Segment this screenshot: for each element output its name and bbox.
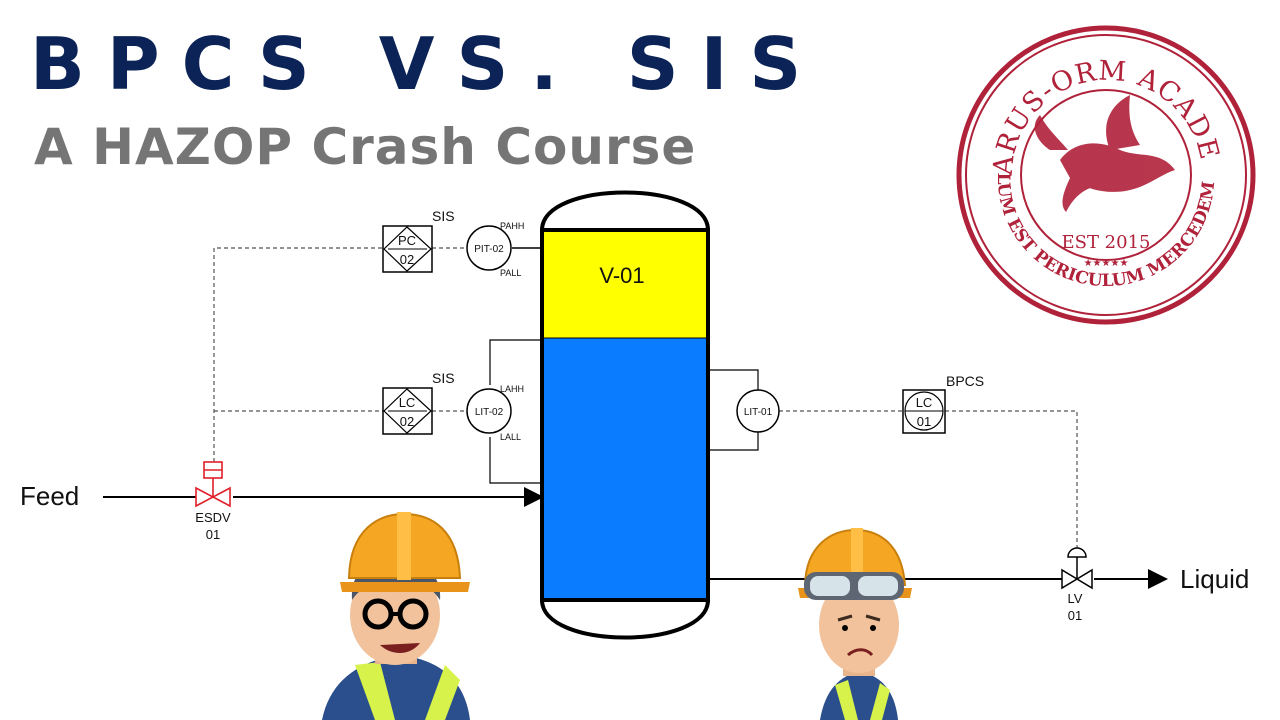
esdv01-label-line2: 01 [206,527,220,542]
pit02-alarm-high: PAHH [500,221,524,231]
lc01-system-label: BPCS [946,373,984,389]
pc02-line1: PC [398,233,416,248]
pit02-transmitter: PIT-02 PAHH PALL [466,221,524,278]
pit02-tag: PIT-02 [474,244,504,255]
engineer-glasses-illustration [322,512,470,720]
esdv01-valve [195,461,231,508]
seal-top-text: ICARUS-ORM ACADEMY [0,0,1225,177]
lv01-label-line1: LV [1068,591,1083,606]
page-subtitle: A HAZOP Crash Course [34,118,697,176]
vessel-liquid-space [542,338,708,600]
lc01-line1: LC [916,395,933,410]
lc02-line1: LC [399,395,416,410]
lc01-controller: LC 01 BPCS [902,373,984,434]
vessel-v01: V-01 [539,190,711,640]
seal-est-text: EST 2015 [1061,232,1150,253]
feed-label: Feed [20,481,79,511]
lit02-tag: LIT-02 [475,407,504,418]
pc02-line2: 02 [400,252,414,267]
bird-emblem-icon [1034,95,1175,212]
lc02-system-label: SIS [432,370,455,386]
vessel-gas-space [542,230,708,338]
lit01-transmitter: LIT-01 [736,389,780,433]
lc02-line2: 02 [400,414,414,429]
lv01-label-line2: 01 [1068,608,1082,623]
pc02-controller: PC 02 SIS [382,208,455,273]
vessel-label: V-01 [599,263,644,288]
liquid-label: Liquid [1180,564,1249,594]
page-title: BPCS VS. SIS [30,22,824,106]
lit01-tag: LIT-01 [744,407,773,418]
pit02-alarm-low: PALL [500,268,521,278]
lv01-valve [1061,547,1093,590]
lc01-line2: 01 [917,414,931,429]
lit02-alarm-high: LAHH [500,384,524,394]
pc02-system-label: SIS [432,208,455,224]
lit02-alarm-low: LALL [500,432,521,442]
engineer-goggles-illustration [798,528,912,720]
seal-stars: ★★★★★ [1084,258,1129,269]
esdv01-label-line1: ESDV [195,510,231,525]
lit02-transmitter: LIT-02 LAHH LALL [466,384,524,442]
signal-lines [213,247,1078,550]
lc02-controller: LC 02 SIS [382,370,455,435]
